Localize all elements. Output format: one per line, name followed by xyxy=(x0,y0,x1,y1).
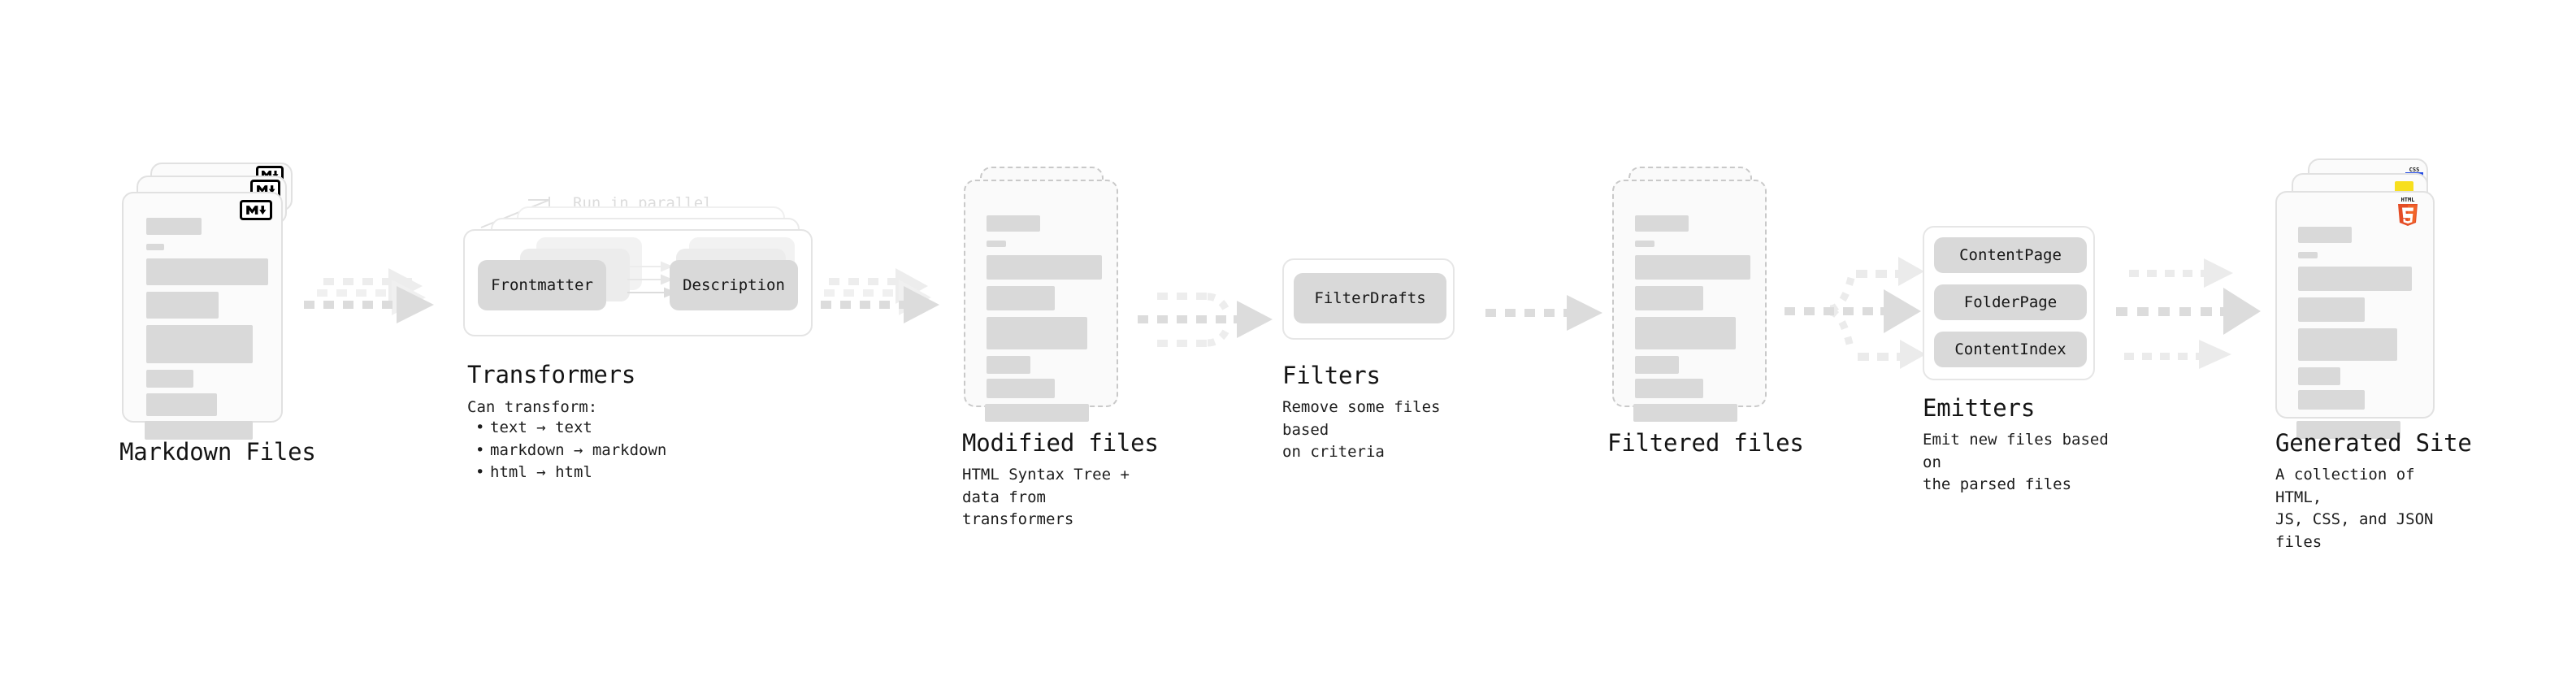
stage-emitters: ContentPage FolderPage ContentIndex Emit… xyxy=(1923,226,2110,493)
skeleton-line xyxy=(146,393,217,416)
skeleton-line xyxy=(1635,255,1750,280)
emitters-box: ContentPage FolderPage ContentIndex xyxy=(1923,226,2110,388)
skeleton-line xyxy=(2298,252,2318,258)
list-item: markdown → markdown xyxy=(467,440,666,462)
skeleton-line xyxy=(1633,404,1737,422)
connector-markdown-to-transformers xyxy=(304,268,434,323)
connector-filters-to-filtered xyxy=(1485,295,1602,331)
stage-filtered-files: Filtered files xyxy=(1599,167,1804,457)
stage-filters: FilterDrafts Filters Remove some files b… xyxy=(1282,258,1461,461)
skeleton-line xyxy=(1635,356,1679,374)
skeleton-line xyxy=(2298,267,2412,291)
stage-title-markdown-files: Markdown Files xyxy=(119,438,316,466)
skeleton-line xyxy=(2298,297,2365,322)
stage-title-generated-site: Generated Site xyxy=(2275,429,2472,457)
svg-text:HTML: HTML xyxy=(2401,197,2415,203)
skeleton-line xyxy=(146,325,253,363)
skeleton-line xyxy=(987,356,1030,374)
stage-subtitle-emitters: Emit new files based on the parsed files xyxy=(1923,431,2109,494)
skeleton-line xyxy=(1635,215,1689,232)
skeleton-line xyxy=(2298,227,2352,243)
connector-filtered-to-emitters xyxy=(1785,257,1926,369)
list-item: text → text xyxy=(467,417,666,440)
transformer-capability-list: text → text markdown → markdown html → h… xyxy=(467,417,666,484)
emitter-chip-folderpage[interactable]: FolderPage xyxy=(1934,284,2087,320)
transformer-chip-description[interactable]: Description xyxy=(670,260,798,310)
markdown-file-stack xyxy=(122,163,309,440)
skeleton-line xyxy=(987,215,1040,232)
stage-transformers: Run in parallel xyxy=(455,187,845,481)
skeleton-line xyxy=(146,370,193,388)
document-card-front xyxy=(964,180,1118,407)
document-card-front xyxy=(2275,191,2435,419)
skeleton-line xyxy=(987,286,1055,310)
stage-title-filtered-files: Filtered files xyxy=(1607,429,1804,457)
stage-markdown-files: Markdown Files xyxy=(119,163,316,466)
svg-text:CSS: CSS xyxy=(2409,167,2420,173)
emitter-chip-contentpage[interactable]: ContentPage xyxy=(1934,237,2087,273)
skeleton-line xyxy=(2298,328,2397,361)
generated-site-stack: CSS HTML xyxy=(2275,158,2462,439)
stage-modified-files: Modified files HTML Syntax Tree + data f… xyxy=(951,167,1159,528)
skeleton-line xyxy=(1635,379,1703,398)
stage-generated-site: CSS HTML Generated xyxy=(2275,158,2472,551)
skeleton-line xyxy=(2298,367,2340,385)
skeleton-line xyxy=(146,258,268,285)
skeleton-line xyxy=(987,255,1102,280)
transformer-chip-frontmatter[interactable]: Frontmatter xyxy=(478,260,606,310)
skeleton-line xyxy=(987,241,1006,247)
filtered-file-stack xyxy=(1599,167,1778,422)
stage-subtitle-generated-site: A collection of HTML, JS, CSS, and JSON … xyxy=(2275,466,2434,551)
connector-emitters-to-site xyxy=(2116,258,2261,369)
skeleton-line xyxy=(985,404,1089,422)
filter-chip-filterdrafts[interactable]: FilterDrafts xyxy=(1294,273,1446,323)
document-card-front xyxy=(1612,180,1767,407)
connector-transformers-to-modified xyxy=(821,268,939,323)
skeleton-line xyxy=(1635,241,1654,247)
document-card-front xyxy=(122,192,283,423)
skeleton-line xyxy=(2298,390,2365,410)
stage-title-transformers: Transformers xyxy=(467,361,636,388)
skeleton-line xyxy=(146,292,219,319)
transformer-box-stack: Frontmatter Description xyxy=(455,187,845,341)
stage-subtitle-modified-files: HTML Syntax Tree + data from transformer… xyxy=(962,466,1130,529)
skeleton-line xyxy=(2296,421,2400,439)
skeleton-line xyxy=(987,317,1087,349)
skeleton-line xyxy=(987,379,1055,398)
skeleton-line xyxy=(1635,317,1736,349)
markdown-badge xyxy=(240,200,272,220)
stage-subtitle-transformers: Can transform: xyxy=(467,398,598,416)
stage-title-modified-files: Modified files xyxy=(962,429,1159,457)
connector-modified-to-filters xyxy=(1138,293,1273,347)
emitter-chip-contentindex[interactable]: ContentIndex xyxy=(1934,332,2087,367)
stage-title-emitters: Emitters xyxy=(1923,394,2036,422)
html5-badge: HTML xyxy=(2398,197,2418,226)
skeleton-line xyxy=(146,218,202,235)
stage-title-filters: Filters xyxy=(1282,362,1381,389)
list-item: html → html xyxy=(467,462,666,484)
stage-subtitle-filters: Remove some files based on criteria xyxy=(1282,398,1441,462)
skeleton-line xyxy=(146,244,164,250)
skeleton-line xyxy=(1635,286,1703,310)
modified-file-stack xyxy=(951,167,1130,422)
filters-box: FilterDrafts xyxy=(1282,258,1461,348)
skeleton-line xyxy=(145,421,253,440)
